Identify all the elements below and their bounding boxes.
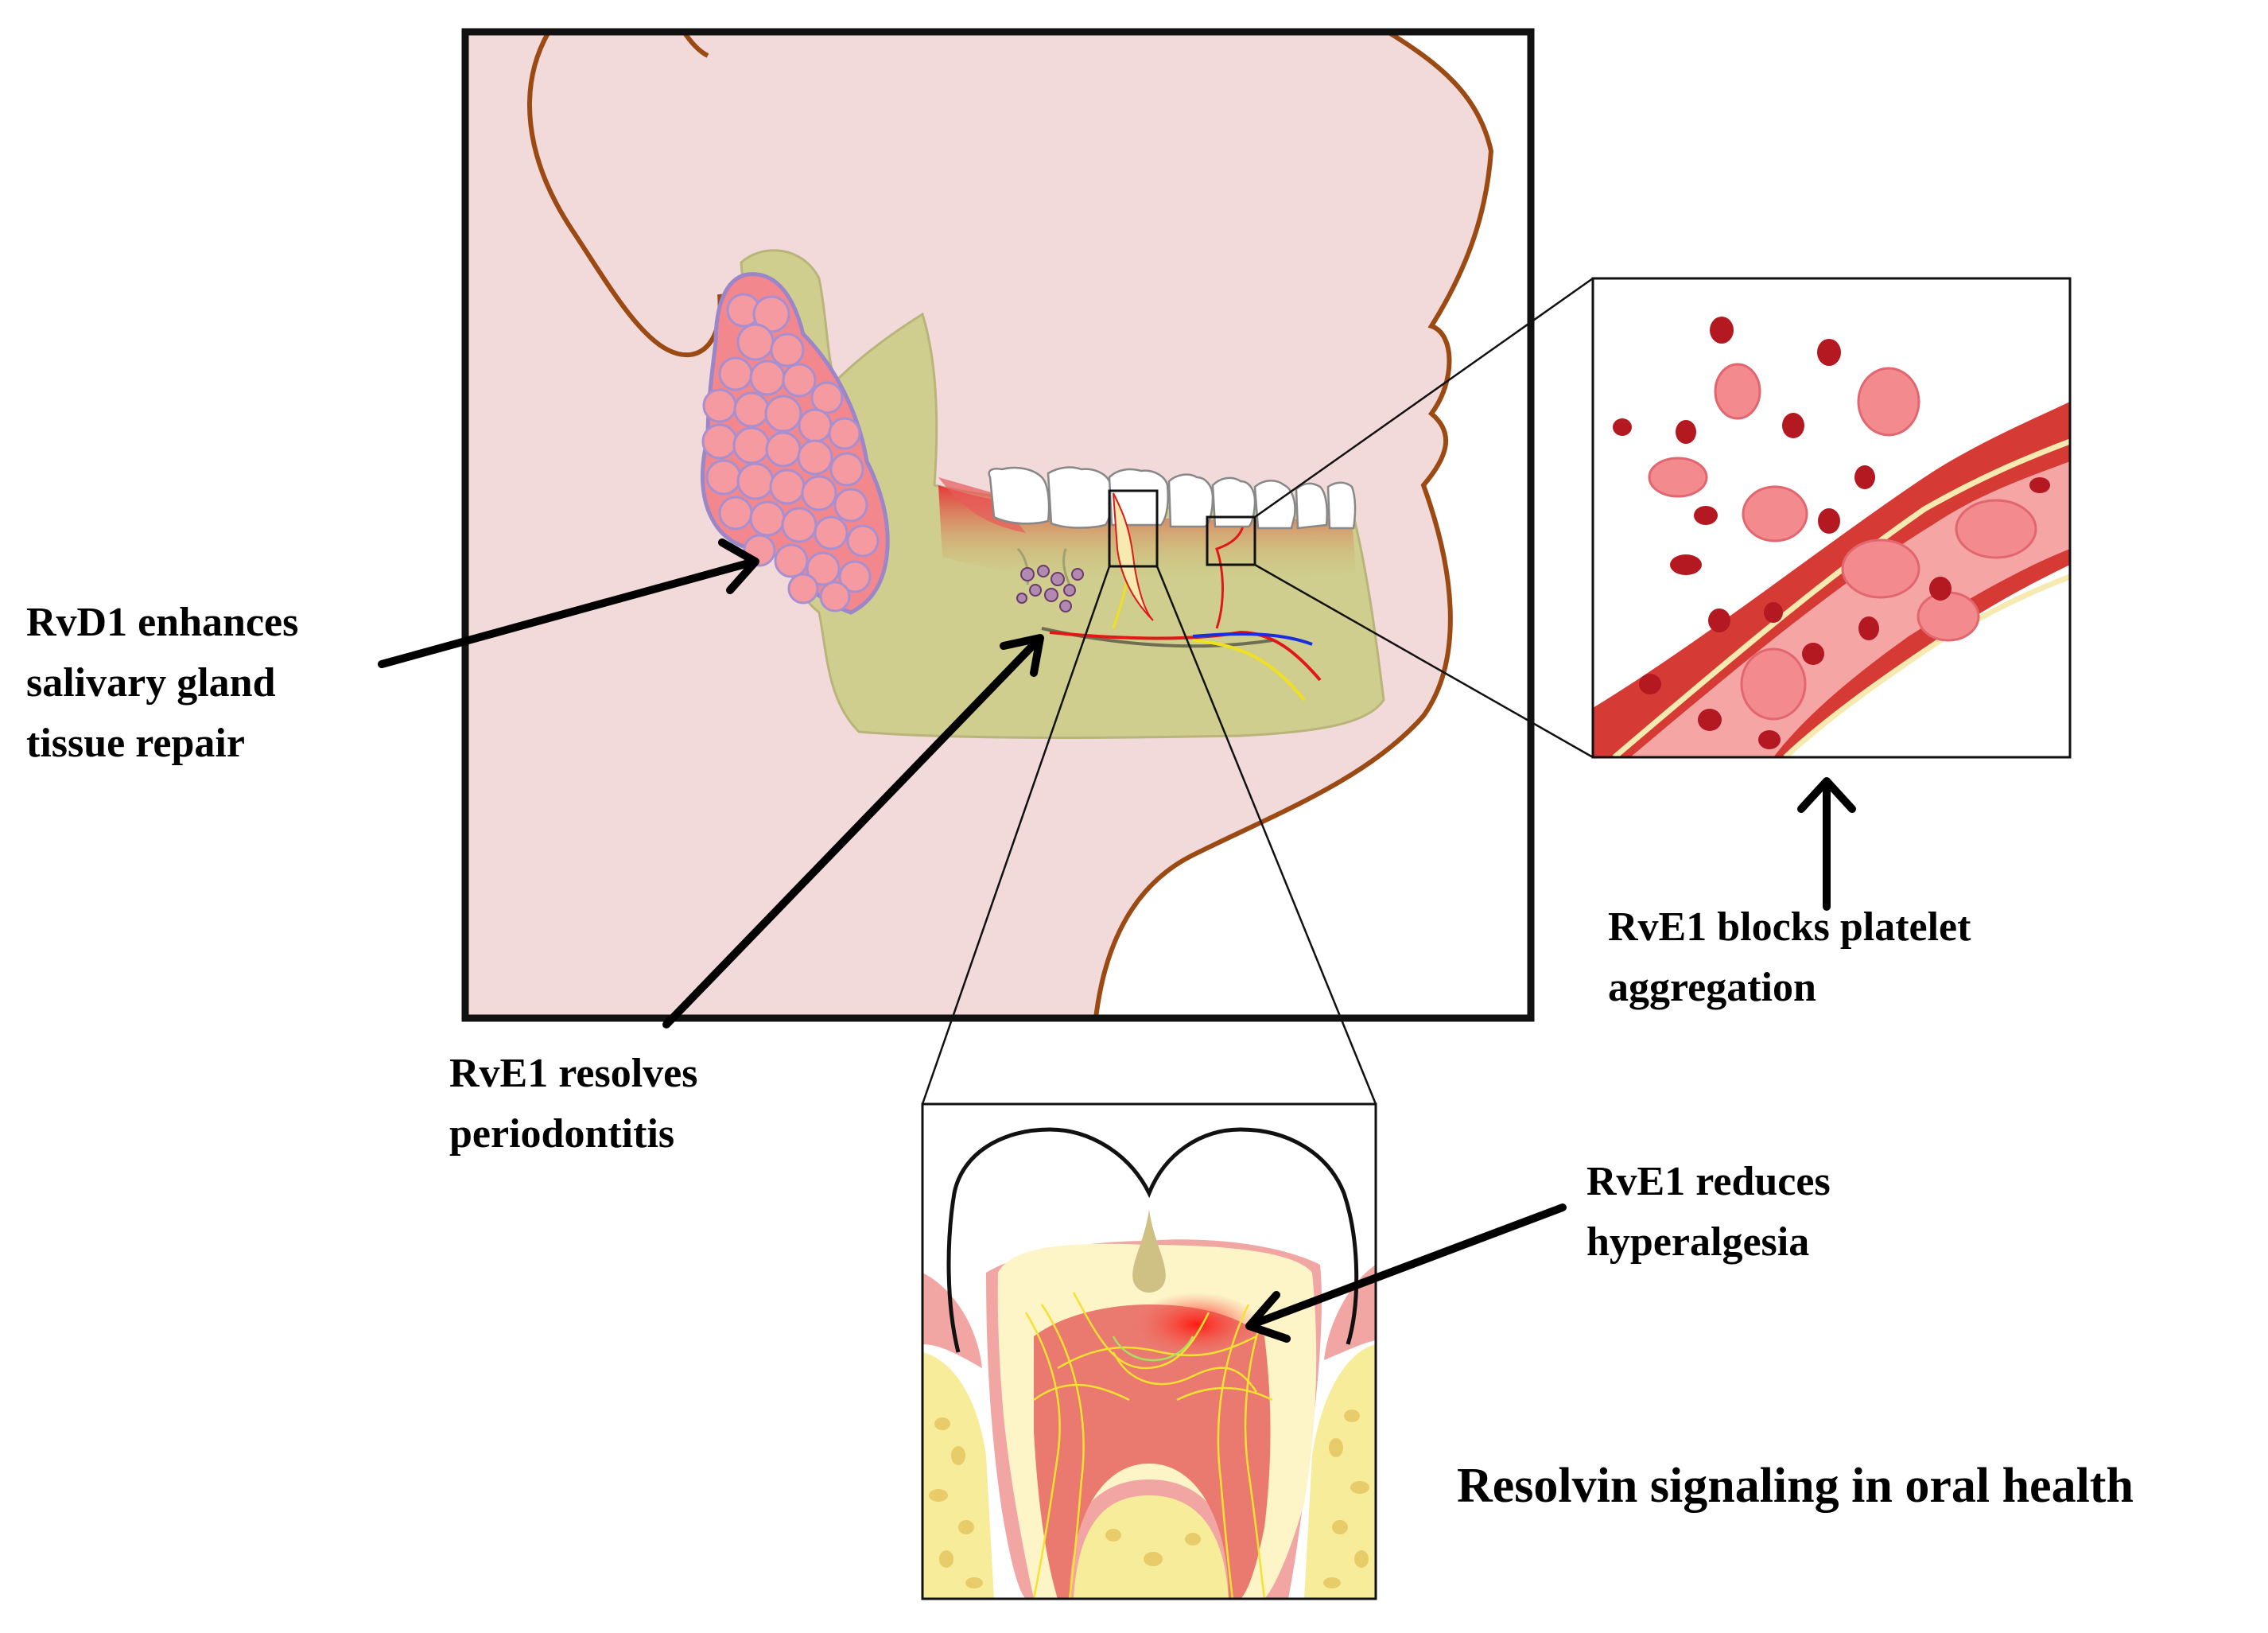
annotation-salivary: RvD1 enhances salivary gland tissue repa… [26, 593, 298, 774]
ear-outline [527, 32, 723, 358]
tooth-zoom-marker [1108, 489, 1159, 568]
annotation-hyperalgesia-line-2: hyperalgesia [1586, 1219, 1810, 1265]
annotation-salivary-line-3: tissue repair [26, 721, 245, 766]
annotation-hyperalgesia: RvE1 reduces hyperalgesia [1586, 1152, 1831, 1273]
alveolar-bone [922, 1352, 994, 1599]
annotation-salivary-line-1: RvD1 enhances [26, 600, 299, 645]
periodontal-bacteria [1016, 565, 1084, 612]
vein [1192, 632, 1313, 646]
red-blood-cells [1648, 363, 2037, 721]
face-profile [1093, 32, 1494, 1018]
head-panel [465, 32, 1531, 1018]
platelets [1613, 317, 2050, 749]
annotation-hyperalgesia-line-1: RvE1 reduces [1586, 1159, 1831, 1204]
vessel-zoom-marker [1206, 515, 1256, 566]
arrow-salivary [378, 539, 759, 668]
arrow-platelet [1797, 777, 1856, 911]
tooth-inset-border [921, 1102, 1377, 1600]
tooth-inset [922, 1104, 1376, 1599]
lower-teeth [988, 466, 1357, 530]
annotation-salivary-line-2: salivary gland [26, 660, 276, 706]
vessel-inset [1593, 278, 2070, 757]
crown-outline [946, 1127, 1359, 1353]
annotation-periodontitis-line-2: periodontitis [449, 1111, 675, 1157]
arrow-periodontitis [662, 634, 1044, 1028]
annotation-platelet-line-2: aggregation [1608, 965, 1816, 1010]
figure-title: Resolvin signaling in oral health [1457, 1459, 2134, 1513]
annotation-periodontitis: RvE1 resolves periodontitis [449, 1044, 697, 1164]
head-panel-border [461, 28, 1535, 1022]
pulp-nerves [1024, 1292, 1273, 1599]
nerve [1192, 639, 1306, 702]
arrows [378, 539, 1856, 1343]
caries-lesion [1133, 1293, 1260, 1356]
vessel-inset-border [1591, 277, 2072, 759]
fissure-plaque [1132, 1209, 1166, 1293]
pulp [1034, 1304, 1271, 1599]
annotation-platelet: RvE1 blocks platelet aggregation [1608, 897, 1971, 1018]
face-exterior [1096, 32, 1531, 1018]
arrow-hyperalgesia [1245, 1203, 1567, 1343]
annotation-platelet-line-1: RvE1 blocks platelet [1608, 904, 1971, 950]
annotation-periodontitis-line-1: RvE1 resolves [449, 1051, 698, 1096]
